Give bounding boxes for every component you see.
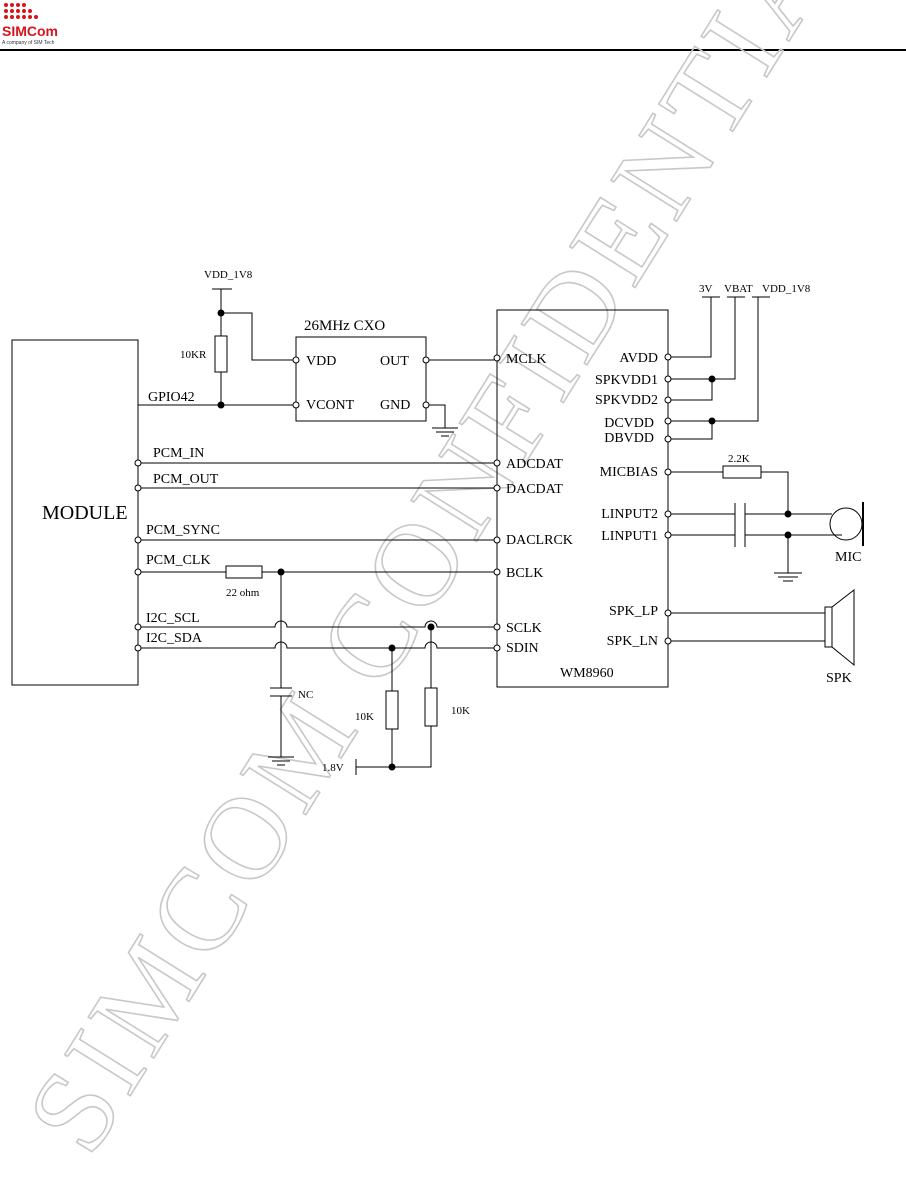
codec-pin-dbvdd: DBVDD bbox=[604, 431, 654, 446]
codec-pin-spkvdd2: SPKVDD2 bbox=[595, 393, 658, 408]
rail-1v8-label: 1.8V bbox=[322, 762, 344, 774]
module-pin-i2c-sda: I2C_SDA bbox=[146, 631, 203, 646]
speaker-icon bbox=[824, 606, 833, 648]
vdd-1v8-label: VDD_1V8 bbox=[204, 269, 253, 281]
codec-part-label: WM8960 bbox=[560, 666, 614, 681]
speaker-label: SPK bbox=[826, 671, 852, 686]
oscillator-block: 26MHz CXO VDD OUT VCONT GND bbox=[292, 318, 430, 422]
c-nc-label: NC bbox=[298, 689, 313, 701]
r-clk-label: 22 ohm bbox=[226, 587, 260, 599]
codec-pin-mclk: MCLK bbox=[506, 352, 546, 367]
codec-pin-sclk: SCLK bbox=[506, 621, 542, 636]
module-block: MODULE bbox=[11, 339, 139, 686]
r-pullup-osc-label: 10KR bbox=[180, 349, 207, 361]
logo-dot-grid bbox=[4, 3, 38, 19]
module-pins: GPIO42 PCM_IN PCM_OUT PCM_SYNC PCM_CLK I… bbox=[134, 390, 220, 652]
module-label: MODULE bbox=[42, 502, 128, 524]
codec-pin-avdd: AVDD bbox=[619, 351, 658, 366]
osc-pin-vcont: VCONT bbox=[306, 398, 355, 413]
rail-3v-label: 3V bbox=[699, 283, 713, 295]
codec-pin-daclrck: DACLRCK bbox=[506, 533, 573, 548]
digital-bus-nets: 22 ohm NC bbox=[141, 462, 494, 766]
codec-pin-linput2: LINPUT2 bbox=[601, 507, 658, 522]
oscillator-label: 26MHz CXO bbox=[304, 318, 385, 334]
logo-text: SIMCom bbox=[2, 23, 58, 39]
i2c-pullups: 10K 10K 1.8V bbox=[322, 627, 470, 775]
codec-pin-dacdat: DACDAT bbox=[506, 482, 563, 497]
speaker-circuit: SPK bbox=[671, 588, 855, 686]
module-pin-pcm-out: PCM_OUT bbox=[153, 472, 219, 487]
codec-pin-micbias: MICBIAS bbox=[600, 465, 658, 480]
mic-label: MIC bbox=[835, 550, 861, 565]
header-divider bbox=[0, 49, 906, 51]
simcom-logo: SIMCom A company of SIM Tech bbox=[2, 3, 58, 46]
module-pin-pcm-sync: PCM_SYNC bbox=[146, 523, 220, 538]
codec-pin-adcdat: ADCDAT bbox=[506, 457, 563, 472]
codec-pin-spk-lp: SPK_LP bbox=[609, 604, 658, 619]
osc-pin-out: OUT bbox=[380, 354, 409, 369]
logo-tagline: A company of SIM Tech bbox=[2, 40, 55, 46]
codec-block: WM8960 MCLK ADCDAT DACDAT DACLRCK BCLK S… bbox=[493, 309, 672, 688]
mic-circuit: 2.2K MIC bbox=[671, 453, 864, 582]
r-scl-label: 10K bbox=[355, 711, 374, 723]
codec-supply-nets: 3V VBAT VDD_1V8 bbox=[671, 283, 811, 440]
module-pin-pcm-in: PCM_IN bbox=[153, 446, 204, 461]
module-pin-pcm-clk: PCM_CLK bbox=[146, 553, 211, 568]
osc-pin-gnd: GND bbox=[380, 398, 410, 413]
codec-pin-sdin: SDIN bbox=[506, 641, 539, 656]
codec-pin-spkvdd1: SPKVDD1 bbox=[595, 373, 658, 388]
rail-vdd-1v8-label: VDD_1V8 bbox=[762, 283, 811, 295]
r-micbias-label: 2.2K bbox=[728, 453, 750, 465]
codec-pin-dcvdd: DCVDD bbox=[604, 416, 654, 431]
module-pin-gpio42: GPIO42 bbox=[148, 390, 195, 405]
mic-icon bbox=[829, 507, 863, 541]
module-pin-i2c-scl: I2C_SCL bbox=[146, 611, 200, 626]
codec-pin-spk-ln: SPK_LN bbox=[607, 634, 658, 649]
codec-pin-bclk: BCLK bbox=[506, 566, 543, 581]
codec-pin-linput1: LINPUT1 bbox=[601, 529, 658, 544]
r-sda-label: 10K bbox=[451, 705, 470, 717]
rail-vbat-label: VBAT bbox=[724, 283, 753, 295]
oscillator-supply-net: VDD_1V8 10KR bbox=[138, 269, 494, 437]
osc-pin-vdd: VDD bbox=[306, 354, 336, 369]
